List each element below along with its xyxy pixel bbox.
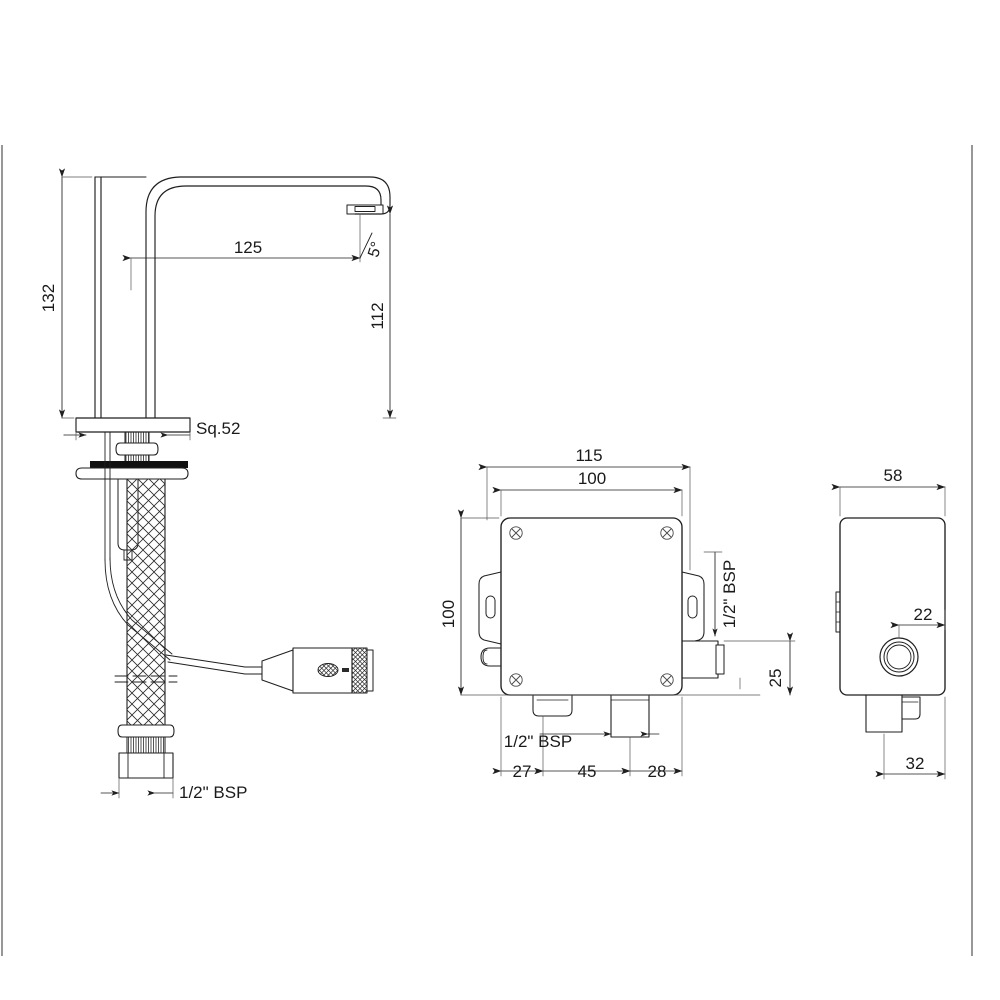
dim-box-100-top bbox=[492, 486, 683, 517]
control-box-left-gland bbox=[480, 647, 502, 667]
label-132: 132 bbox=[39, 284, 58, 312]
label-sq52: Sq.52 bbox=[196, 419, 240, 438]
screw-icon bbox=[509, 673, 523, 687]
label-box-bottom-bsp: 1/2" BSP bbox=[504, 732, 572, 751]
faucet-body-column bbox=[94, 176, 147, 419]
dim-spout-angle-5deg bbox=[359, 232, 373, 259]
control-box-mounting-ears bbox=[478, 571, 705, 645]
dim-overall-height-132 bbox=[58, 168, 93, 419]
dim-box-100-side bbox=[457, 509, 761, 696]
dim-box-bottom-chain bbox=[492, 696, 683, 777]
faucet-hose-nut bbox=[117, 724, 175, 779]
dim-side-58 bbox=[831, 483, 946, 517]
view-control-box-front: 115 100 100 27 45 28 25 1/2" BSP 1/2" BS… bbox=[439, 446, 796, 781]
screw-icon bbox=[660, 673, 674, 687]
label-22: 22 bbox=[914, 605, 933, 624]
control-box-side-dimension-lines bbox=[831, 483, 946, 780]
control-box-side-bottom-ports bbox=[865, 693, 921, 733]
faucet-cable-connector bbox=[261, 647, 374, 694]
label-125: 125 bbox=[234, 238, 262, 257]
faucet-fixing-shank bbox=[115, 431, 159, 465]
label-100-top: 100 bbox=[578, 469, 606, 488]
control-box-dimension-lines bbox=[457, 463, 796, 777]
control-box-bottom-ports bbox=[532, 694, 650, 738]
screw-icon bbox=[660, 526, 674, 540]
control-box-side-port-boss bbox=[879, 637, 919, 677]
label-112: 112 bbox=[368, 302, 387, 329]
label-25: 25 bbox=[766, 669, 785, 688]
faucet-sensor-cable bbox=[165, 654, 263, 675]
dim-box-115 bbox=[478, 463, 691, 571]
faucet-dimension-lines bbox=[58, 168, 397, 799]
control-box-side-dimension-text: 58 22 32 bbox=[884, 466, 933, 773]
label-angle-5: 5° bbox=[365, 240, 386, 260]
label-45: 45 bbox=[578, 762, 597, 781]
dim-side-22 bbox=[890, 609, 946, 639]
control-box-corner-screws bbox=[509, 526, 674, 687]
sheet-border bbox=[1, 145, 973, 956]
control-box-side-body bbox=[839, 517, 946, 696]
dim-base-sq52 bbox=[63, 431, 191, 441]
label-faucet-bsp: 1/2" BSP bbox=[179, 783, 247, 802]
label-box-side-bsp: 1/2" BSP bbox=[720, 560, 739, 628]
dim-box-25 bbox=[723, 632, 796, 696]
faucet-base-flange bbox=[75, 417, 191, 433]
faucet-dimension-text: 132 112 125 5° Sq.52 1/2" BSP bbox=[39, 238, 387, 802]
label-27: 27 bbox=[513, 762, 532, 781]
dim-tail-bsp bbox=[100, 777, 174, 799]
dim-spout-reach-125 bbox=[122, 213, 361, 291]
label-28: 28 bbox=[648, 762, 667, 781]
view-control-box-side: 58 22 32 bbox=[831, 466, 946, 780]
label-32: 32 bbox=[906, 754, 925, 773]
control-box-dimension-text: 115 100 100 27 45 28 25 1/2" BSP 1/2" BS… bbox=[439, 446, 785, 781]
dim-spout-height-112 bbox=[382, 205, 397, 419]
faucet-sealing-washer bbox=[75, 461, 189, 480]
control-box-right-outlet bbox=[681, 640, 725, 679]
faucet-spout-outline bbox=[145, 176, 391, 419]
label-58: 58 bbox=[884, 466, 903, 485]
dim-side-32 bbox=[875, 696, 946, 780]
dim-box-side-bsp bbox=[703, 551, 723, 637]
view-faucet-elevation: 132 112 125 5° Sq.52 1/2" BSP bbox=[39, 168, 397, 802]
label-115: 115 bbox=[575, 446, 602, 465]
screw-icon bbox=[509, 526, 523, 540]
label-100-side: 100 bbox=[439, 600, 458, 628]
control-box-body bbox=[500, 517, 683, 696]
faucet-braided-hose bbox=[114, 478, 178, 733]
